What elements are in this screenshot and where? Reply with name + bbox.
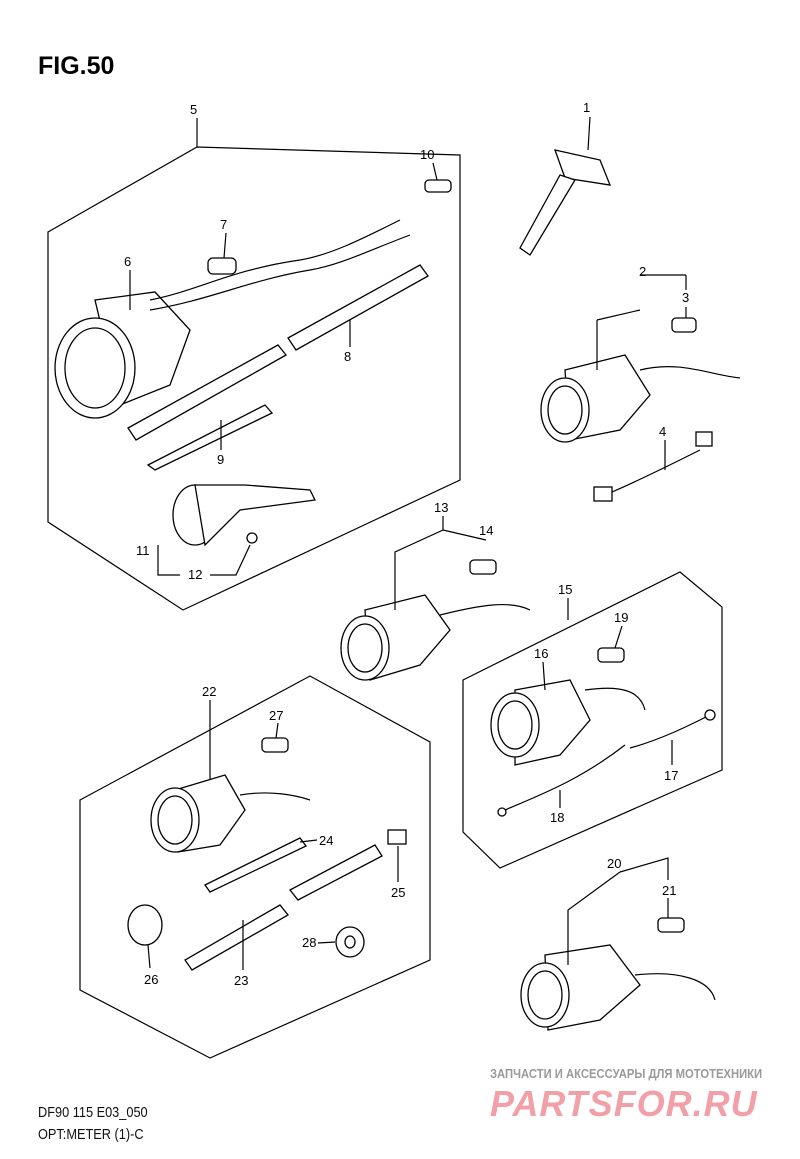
callout-12: 12 [188,567,202,582]
callout-5: 5 [190,102,197,117]
diagram-subtitle: OPT:METER (1)-C [38,1126,144,1143]
callout-27: 27 [269,708,283,723]
callout-16: 16 [534,646,548,661]
callout-9: 9 [217,452,224,467]
part-9-tie[interactable] [146,404,274,471]
callout-13: 13 [434,500,448,515]
part-26-bracket[interactable] [127,904,163,946]
group-box-15 [462,571,723,869]
part-16-gauge[interactable] [490,679,646,766]
part-1-sender[interactable] [519,149,612,256]
callout-21: 21 [662,883,676,898]
callout-28: 28 [302,935,316,950]
part-17-lead[interactable] [629,709,716,749]
callout-17: 17 [664,768,678,783]
part-25-fitting[interactable] [387,829,407,845]
part-19-bulb[interactable] [597,647,625,663]
watermark-tagline: ЗАПЧАСТИ И АКСЕССУАРЫ ДЛЯ МОТОТЕХНИКИ [490,1067,763,1081]
part-24-tie[interactable] [204,837,307,893]
part-27-bulb[interactable] [261,737,289,753]
callout-20: 20 [607,856,621,871]
part-12-screw[interactable] [246,532,258,544]
part-11-bracket[interactable] [172,484,316,547]
part-4-harness[interactable] [593,431,713,502]
callout-3: 3 [682,290,689,305]
part-10-bulb[interactable] [424,179,452,193]
callout-8: 8 [344,349,351,364]
figure-title: FIG.50 [38,52,115,80]
part-3-bulb[interactable] [671,317,697,333]
group-box-22 [79,675,431,1059]
part-8-tube[interactable] [127,264,429,441]
callout-1: 1 [583,100,590,115]
part-7-bulb[interactable] [207,257,237,275]
leader-lines [129,116,687,970]
callout-6: 6 [124,254,131,269]
part-28-grommet[interactable] [335,926,365,958]
callout-11: 11 [136,543,150,558]
part-6-gauge[interactable] [54,219,411,419]
callout-18: 18 [550,810,564,825]
part-13-gauge[interactable] [340,594,531,681]
callout-15: 15 [558,582,572,597]
callout-23: 23 [234,973,248,988]
part-18-lead[interactable] [497,744,626,817]
part-20-gauge[interactable] [520,944,716,1031]
callout-2: 2 [639,264,646,279]
callout-labels: 1 2 3 4 5 6 7 8 9 10 11 12 13 14 15 16 1… [124,100,689,988]
part-22-gauge[interactable] [150,774,311,853]
callout-26: 26 [144,972,158,987]
callout-14: 14 [479,523,493,538]
callout-22: 22 [202,684,216,699]
part-21-bulb[interactable] [657,917,685,933]
watermark-brand: PARTSFOR.RU [490,1083,758,1124]
part-2-gauge[interactable] [540,354,741,443]
part-14-bulb[interactable] [469,559,497,575]
callout-24: 24 [319,833,333,848]
callout-25: 25 [391,885,405,900]
callout-4: 4 [659,424,666,439]
callout-7: 7 [220,217,227,232]
part-23-tube[interactable] [184,844,383,971]
callout-19: 19 [614,610,628,625]
callout-10: 10 [420,147,434,162]
diagram-code: DF90 115 E03_050 [38,1104,148,1121]
